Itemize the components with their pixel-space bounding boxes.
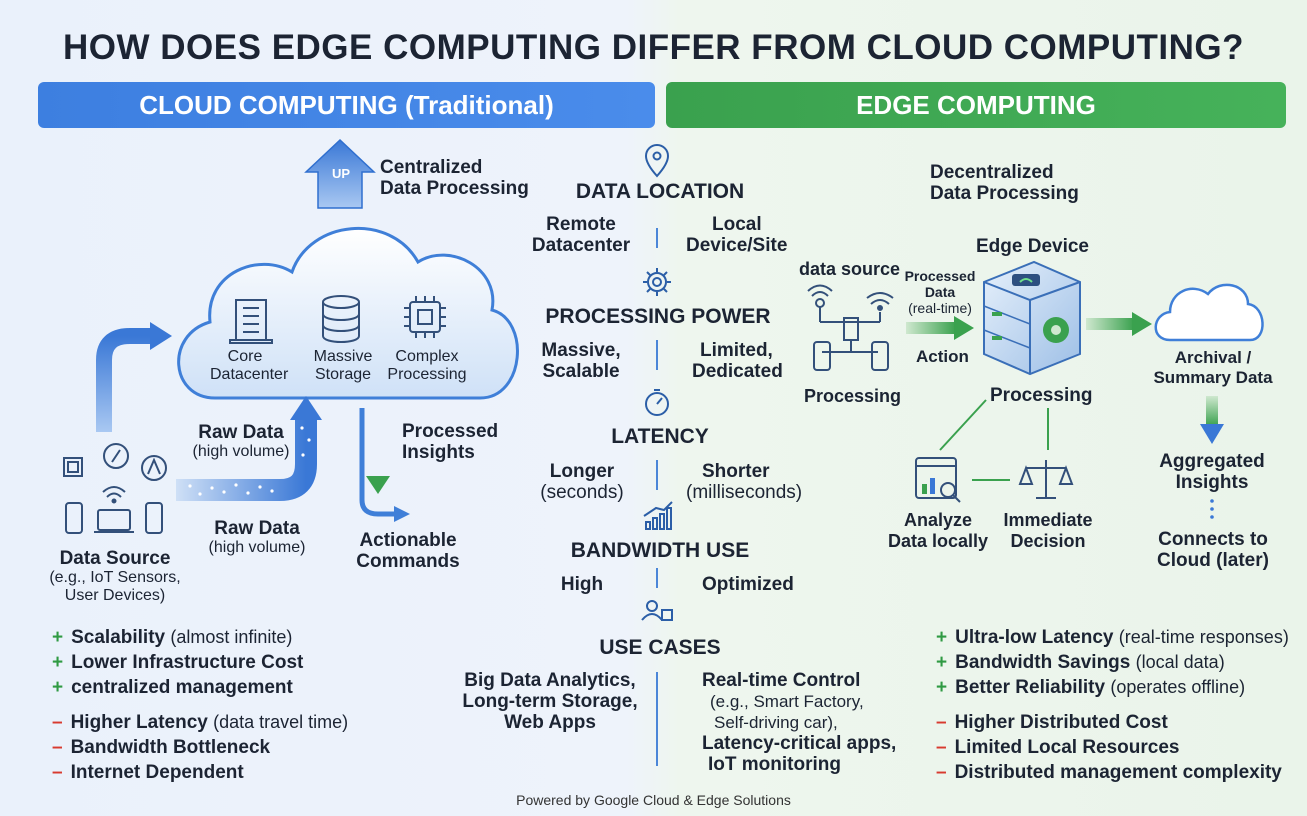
edge-data-source-label: data source [799,259,901,279]
up-arrow-label: UP [331,166,351,181]
stopwatch-icon [645,389,669,416]
action-label: Action [916,347,969,366]
cloud-con-item: –Higher Latency (data travel time) [52,712,349,733]
database-icon [322,295,360,343]
use-cases-edge: Real-time Control (e.g., Smart Factory, … [702,670,897,775]
analytics-icon [915,457,961,503]
section-heading-use-cases: USE CASES [599,636,721,659]
location-pin-icon [644,144,670,178]
edge-processing-left-label: Processing [804,386,902,406]
cloud-pros-list: +Scalability (almost infinite) +Lower In… [52,625,303,700]
edge-processing-label: Processing [990,385,1093,406]
edge-pro-item: +Ultra-low Latency (real-time responses) [936,627,1289,648]
raw-data-stream-icon [176,396,322,501]
archival-arrow-icon [1086,312,1152,336]
command-arrow-icon [359,408,410,522]
bandwidth-edge: Optimized [702,574,794,595]
edge-con-item: –Higher Distributed Cost [936,712,1168,733]
bar-chart-icon [643,501,673,530]
cloud-shape-icon [177,227,519,400]
iot-devices-icon [63,443,167,534]
gear-icon [643,268,671,296]
cloud-con-item: –Internet Dependent [52,762,244,783]
section-heading-processing-power: PROCESSING POWER [545,305,771,328]
section-heading-data-location: DATA LOCATION [575,180,745,203]
edge-sensors-icon [807,284,894,371]
page-title: HOW DOES EDGE COMPUTING DIFFER FROM CLOU… [63,28,1244,67]
raw-data-label-lower: Raw Data(high volume) [208,518,306,556]
edge-cons-list: –Higher Distributed Cost –Limited Local … [936,710,1282,785]
processing-links [939,399,1049,481]
upload-arrow-icon [96,322,172,432]
cloud-cons-list: –Higher Latency (data travel time) –Band… [52,710,348,785]
cpu-chip-icon [404,296,446,338]
small-cloud-icon [1154,283,1264,342]
latency-edge: Shorter(milliseconds) [686,461,803,503]
edge-pros-list: +Ultra-low Latency (real-time responses)… [936,625,1289,700]
cloud-pro-item: +Scalability (almost infinite) [52,627,293,648]
cloud-con-item: –Bandwidth Bottleneck [52,737,271,758]
edge-pro-item: +Better Reliability (operates offline) [936,677,1246,698]
aggregate-arrow-icon [1200,396,1224,519]
cloud-pro-item: +Lower Infrastructure Cost [52,652,304,673]
data-source-label: Data Source (e.g., IoT Sensors, User Dev… [49,548,181,604]
edge-device-label: Edge Device [976,236,1089,257]
processing-power-edge: Limited,Dedicated [692,340,783,382]
archival-label: Archival /Summary Data [1153,348,1273,387]
edge-banner: EDGE COMPUTING [666,82,1286,128]
edge-con-item: –Distributed management complexity [936,762,1282,783]
cloud-banner: CLOUD COMPUTING (Traditional) [38,82,655,128]
cloud-pro-item: +centralized management [52,677,293,698]
footer-credit: Powered by Google Cloud & Edge Solutions [516,792,791,808]
edge-con-item: –Limited Local Resources [936,737,1180,758]
up-arrow-icon [304,138,376,209]
edge-server-icon [983,260,1081,376]
section-heading-latency: LATENCY [611,425,709,448]
processing-power-cloud: Massive,Scalable [541,340,621,382]
users-icon [641,600,673,621]
raw-data-label-upper: Raw Data(high volume) [192,422,290,460]
edge-input-arrow-icon [906,316,974,340]
use-cases-cloud: Big Data Analytics,Long-term Storage,Web… [462,670,638,733]
edge-pro-item: +Bandwidth Savings (local data) [936,652,1225,673]
section-heading-bandwidth: BANDWIDTH USE [570,539,750,562]
scales-icon [1018,460,1074,499]
bandwidth-cloud: High [560,574,604,595]
latency-cloud: Longer(seconds) [540,461,624,503]
building-icon [229,299,273,344]
